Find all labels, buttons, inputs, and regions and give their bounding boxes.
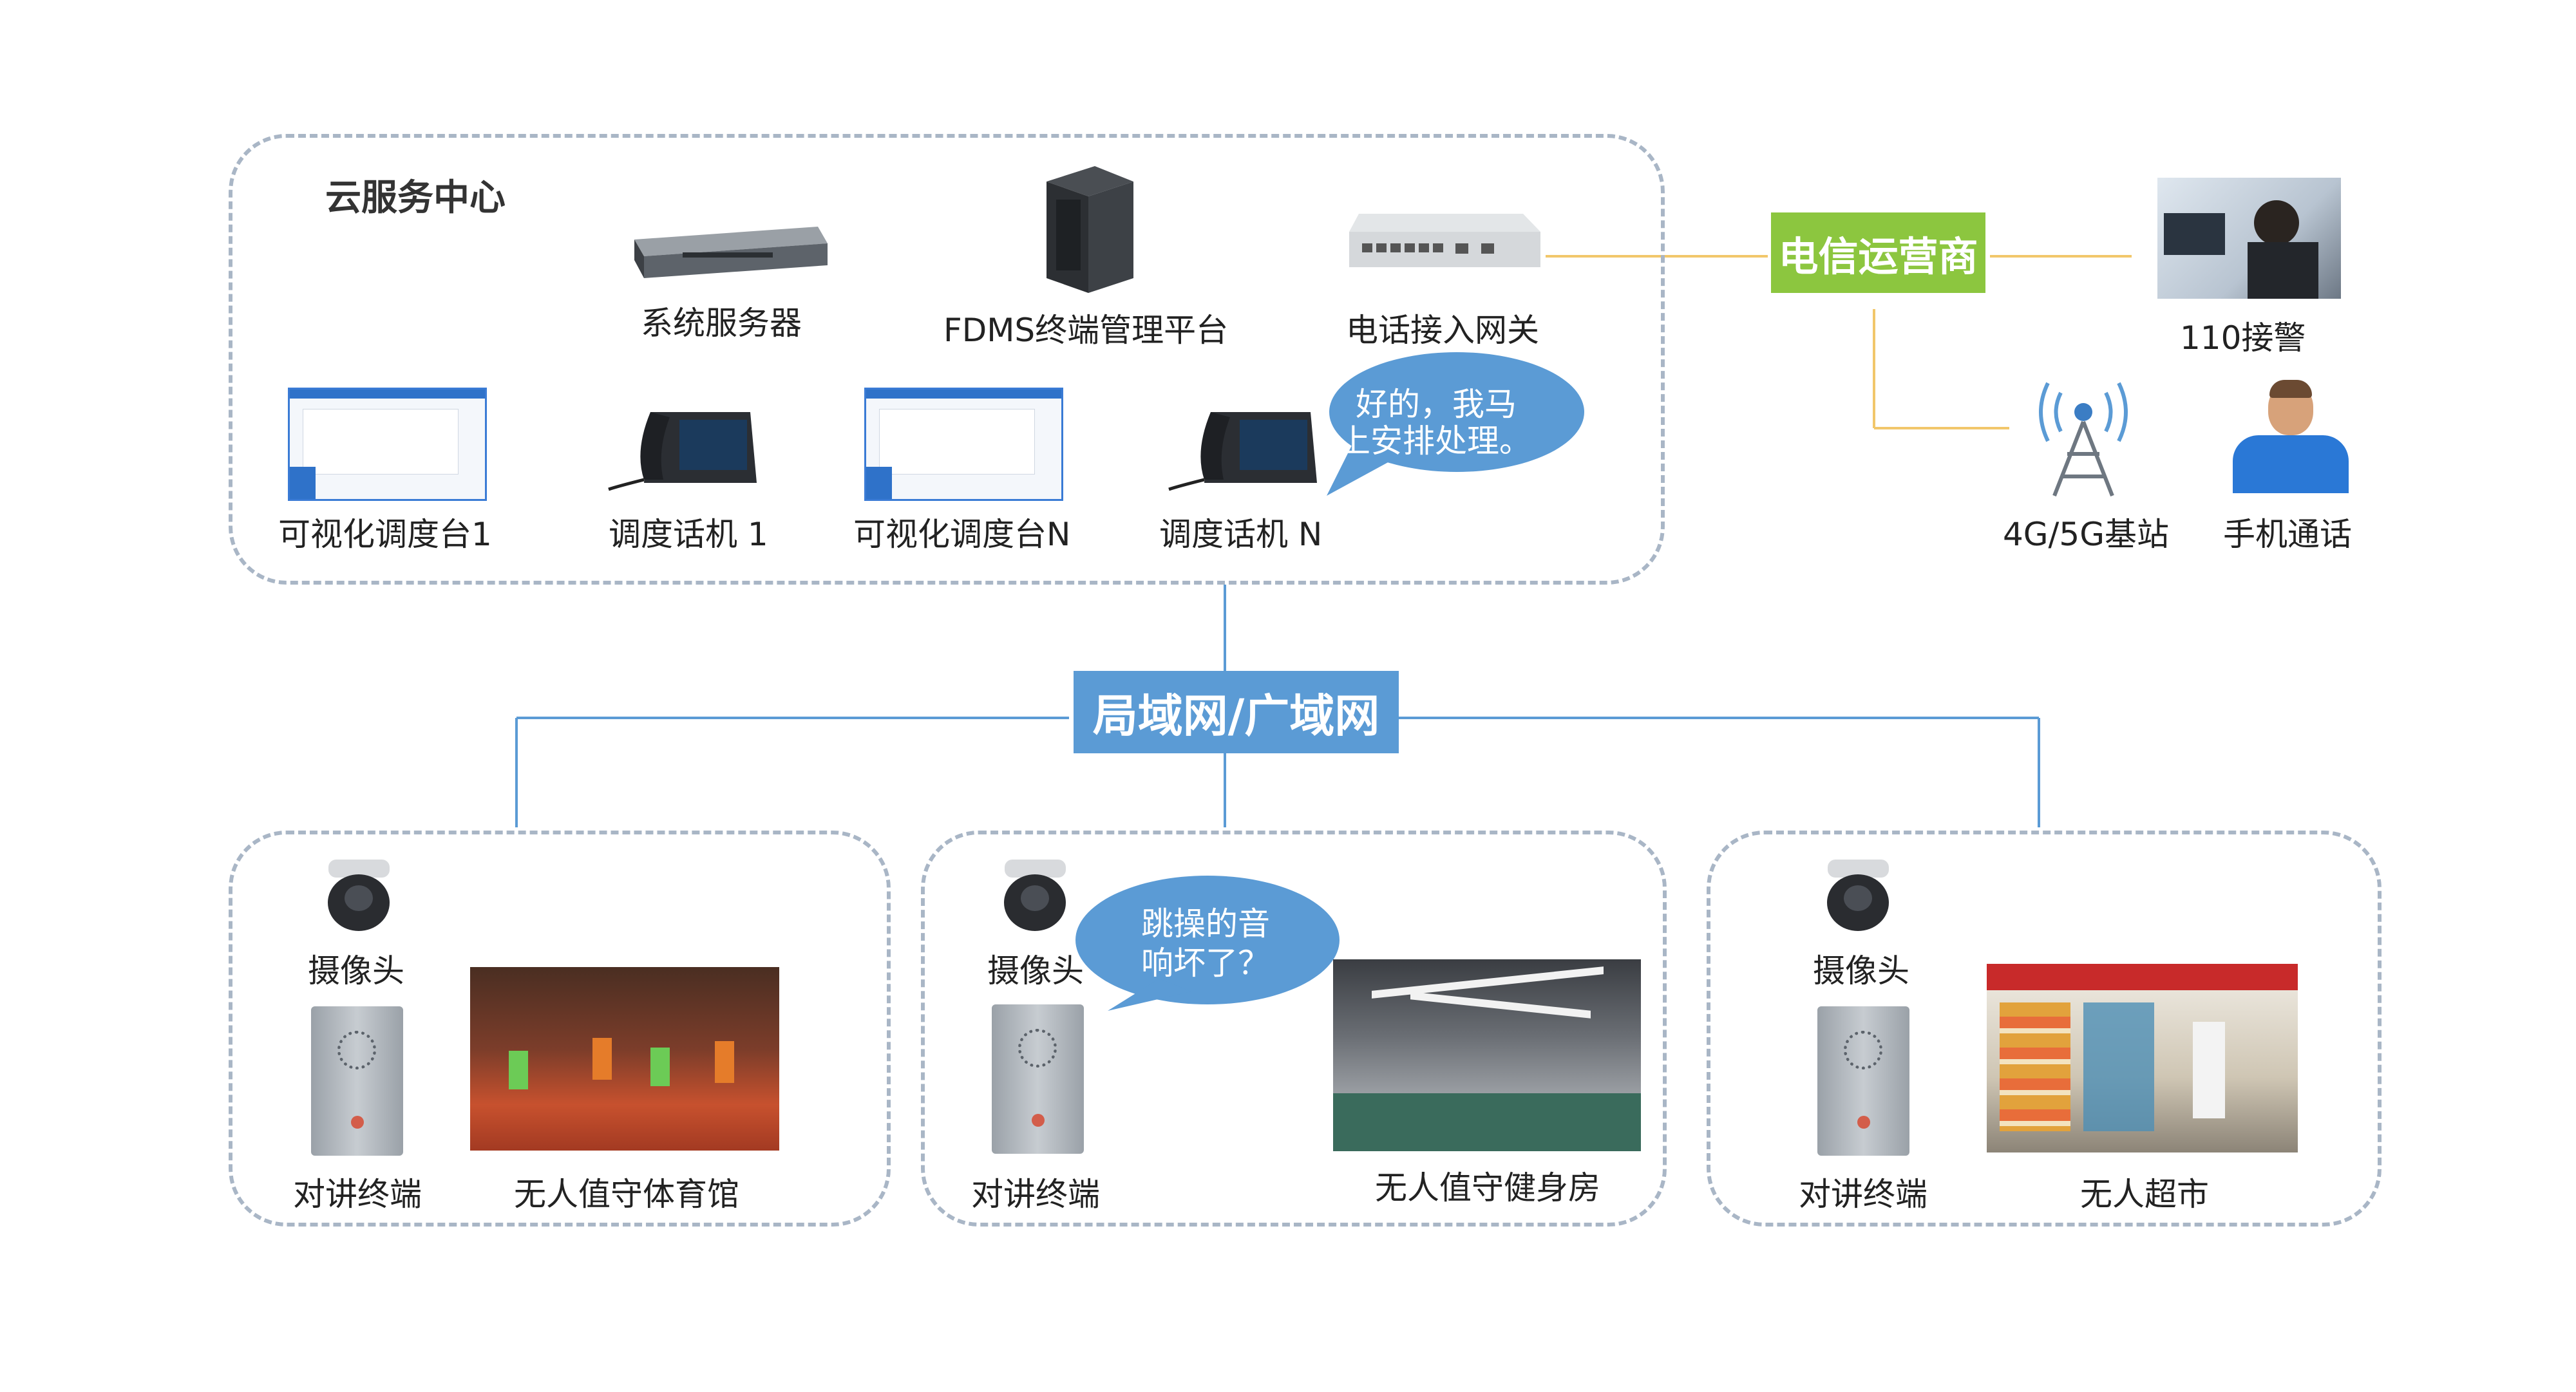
intercom-panel-2 [992, 1004, 1084, 1154]
cloud-service-zone [229, 134, 1665, 585]
phone-n-label: 调度话机 N [1159, 516, 1323, 553]
cloud-bubble-line1: 好的，我马 [1356, 386, 1517, 423]
site-zone-gym [229, 831, 891, 1227]
site-bubble-line2: 响坏了？ [1141, 945, 1270, 982]
police-label: 110接警 [2180, 319, 2306, 357]
site-bubble-line1: 跳操的音 [1141, 905, 1270, 943]
market-photo [1987, 964, 2298, 1152]
cloud-bubble-line2: 上安排处理。 [1338, 422, 1531, 460]
console-n-label: 可视化调度台N [853, 516, 1071, 553]
market-venue-label: 无人超市 [2080, 1176, 2209, 1213]
gym-photo [470, 967, 779, 1151]
camera-label: 摄像头 [308, 952, 404, 990]
mobile-call-photo [2223, 377, 2358, 493]
site-zone-fitness [921, 831, 1667, 1227]
fdms-platform-label: FDMS终端管理平台 [943, 312, 1229, 349]
fitness-venue-label: 无人值守健身房 [1375, 1169, 1600, 1207]
intercom-label: 对讲终端 [293, 1176, 422, 1213]
intercom-panel [311, 1006, 403, 1156]
telecom-carrier-box: 电信运营商 [1771, 212, 1985, 293]
phone-1-label: 调度话机 1 [609, 516, 768, 553]
intercom-label-3: 对讲终端 [1799, 1176, 1927, 1213]
intercom-label-2: 对讲终端 [971, 1176, 1100, 1213]
cloud-title: 云服务中心 [325, 177, 506, 219]
fitness-photo [1333, 959, 1641, 1151]
intercom-panel-3 [1817, 1006, 1909, 1156]
dispatch-console-screen-n [864, 388, 1063, 501]
dispatch-console-screen-1 [288, 388, 487, 501]
system-server-label: 系统服务器 [641, 305, 802, 342]
camera-label-2: 摄像头 [987, 952, 1084, 990]
police-dispatch-photo [2157, 178, 2341, 299]
base-station-label: 4G/5G基站 [2003, 516, 2169, 553]
gym-venue-label: 无人值守体育馆 [514, 1176, 739, 1213]
site-zone-market [1707, 831, 2382, 1227]
lan-wan-box: 局域网/广域网 [1074, 671, 1399, 753]
console-1-label: 可视化调度台1 [278, 516, 492, 553]
camera-label-3: 摄像头 [1813, 952, 1909, 990]
mobile-call-label: 手机通话 [2223, 516, 2352, 553]
phone-gateway-label: 电话接入网关 [1346, 312, 1539, 349]
